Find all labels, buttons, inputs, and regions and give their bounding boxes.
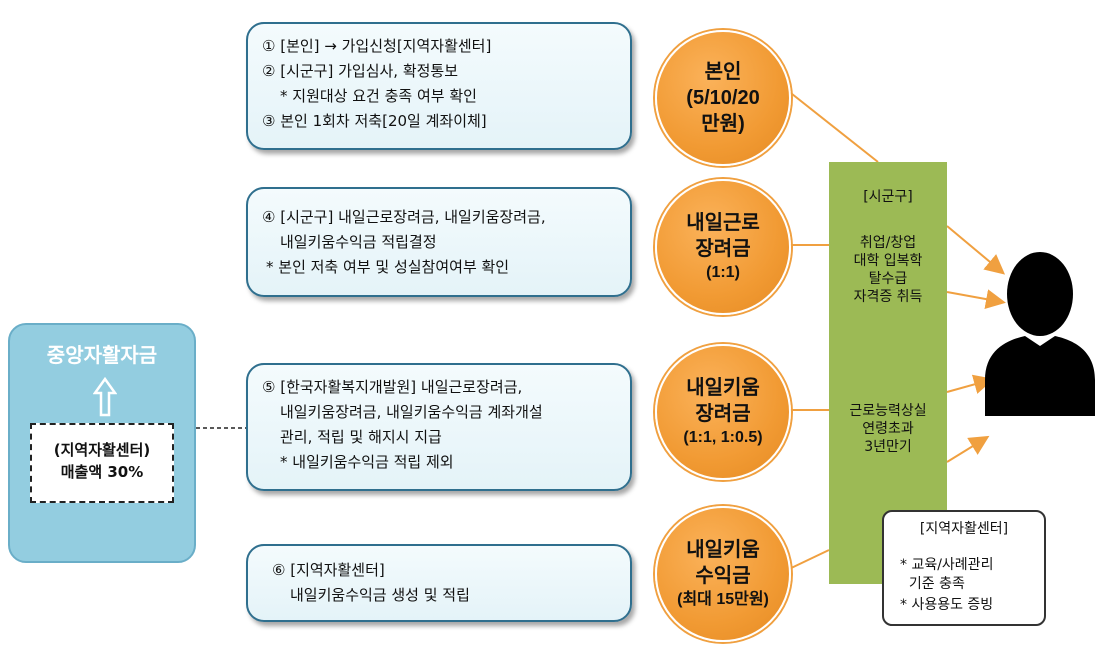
payout-condition: 연령초과: [862, 421, 914, 437]
circle-title: 내일키움: [686, 377, 760, 399]
payout-header: [시군구]: [863, 189, 913, 205]
step-box-revenue: ⑥ [지역자활센터] 내일키움수익금 생성 및 적립: [246, 544, 632, 622]
circle-title: 내일키움: [686, 539, 760, 561]
circle-subtitle: 만원): [701, 113, 745, 135]
step-line: * 내일키움수익금 적립 제외: [280, 453, 454, 471]
step-box-accumulation-decision: ④ [시군구] 내일근로장려금, 내일키움장려금, 내일키움수익금 적립결정 *…: [246, 187, 632, 297]
up-arrow-icon: [93, 377, 117, 417]
step-line: ③ 본인 1회차 저축[20일 계좌이체]: [262, 112, 487, 130]
payout-condition: 근로능력상실: [849, 403, 927, 419]
central-fund-box: 중앙자활자금 (지역자활센터) 매출액 30%: [8, 323, 196, 563]
step-line: * 본인 저축 여부 및 성실참여여부 확인: [266, 258, 510, 276]
step-line: 관리, 적립 및 해지시 지급: [280, 428, 442, 446]
payout-condition: 자격증 취득: [853, 289, 923, 305]
step-line: ⑥ [지역자활센터]: [272, 561, 385, 579]
note-line: * 교육/사례관리: [900, 557, 994, 573]
step-box-enrollment: ① [본인] → 가입신청[지역자활센터] ② [시군구] 가입심사, 확정통보…: [246, 22, 632, 150]
step-line: ④ [시군구] 내일근로장려금, 내일키움장려금,: [262, 208, 546, 226]
step-line: * 지원대상 요건 충족 여부 확인: [280, 87, 477, 105]
circle-subtitle: 장려금: [695, 403, 751, 425]
circle-work-incentive: 내일근로 장려금 (1:1): [655, 179, 791, 315]
step-line: 내일키움수익금 생성 및 적립: [290, 586, 470, 604]
step-box-account-management: ⑤ [한국자활복지개발원] 내일근로장려금, 내일키움장려금, 내일키움수익금 …: [246, 363, 632, 491]
regional-center-revenue-box: (지역자활센터) 매출액 30%: [30, 423, 174, 503]
arrow-line: [946, 374, 994, 394]
payout-condition: 3년만기: [864, 439, 912, 455]
circle-kium-incentive: 내일키움 장려금 (1:1, 1:0.5): [655, 344, 791, 480]
circle-max-amount: (최대 15만원): [677, 591, 769, 608]
step-line: 내일키움수익금 적립결정: [280, 233, 437, 251]
step-line: ① [본인] → 가입신청[지역자활센터]: [262, 37, 492, 55]
circle-subtitle: 장려금: [695, 238, 751, 260]
note-line: 기준 충족: [900, 576, 965, 592]
payout-condition: 대학 입복학: [853, 253, 923, 269]
arrow-line: [946, 225, 1006, 275]
circle-ratio: (1:1, 1:0.5): [683, 429, 763, 446]
connector-line: [786, 549, 830, 571]
circle-kium-revenue: 내일키움 수익금 (최대 15만원): [655, 506, 791, 642]
central-fund-title: 중앙자활자금: [46, 343, 158, 367]
circle-ratio: (1:1): [706, 264, 740, 281]
circle-title: 본인: [704, 61, 742, 83]
payout-condition: 취업/창업: [859, 235, 917, 251]
revenue-source: (지역자활센터): [53, 441, 151, 459]
step-line: 내일키움장려금, 내일키움수익금 계좌개설: [280, 403, 543, 421]
arrow-line: [946, 289, 1006, 309]
step-line: ⑤ [한국자활복지개발원] 내일근로장려금,: [262, 378, 523, 396]
payout-condition: 탈수급: [868, 271, 908, 287]
circle-self-savings: 본인 (5/10/20 만원): [655, 30, 791, 166]
circle-subtitle: 수익금: [695, 565, 751, 587]
regional-center-note: [지역자활센터] * 교육/사례관리 기준 충족 * 사용용도 증빙: [882, 510, 1046, 626]
note-line: * 사용용도 증빙: [900, 597, 994, 613]
connector-line: [786, 89, 879, 163]
circle-title: 내일근로: [686, 212, 760, 234]
arrow-line: [946, 435, 990, 463]
person-icon: [985, 252, 1095, 416]
step-line: ② [시군구] 가입심사, 확정통보: [262, 62, 459, 80]
circle-subtitle: (5/10/20: [686, 87, 760, 109]
note-header: [지역자활센터]: [919, 521, 1009, 537]
revenue-ratio: 매출액 30%: [60, 463, 144, 481]
